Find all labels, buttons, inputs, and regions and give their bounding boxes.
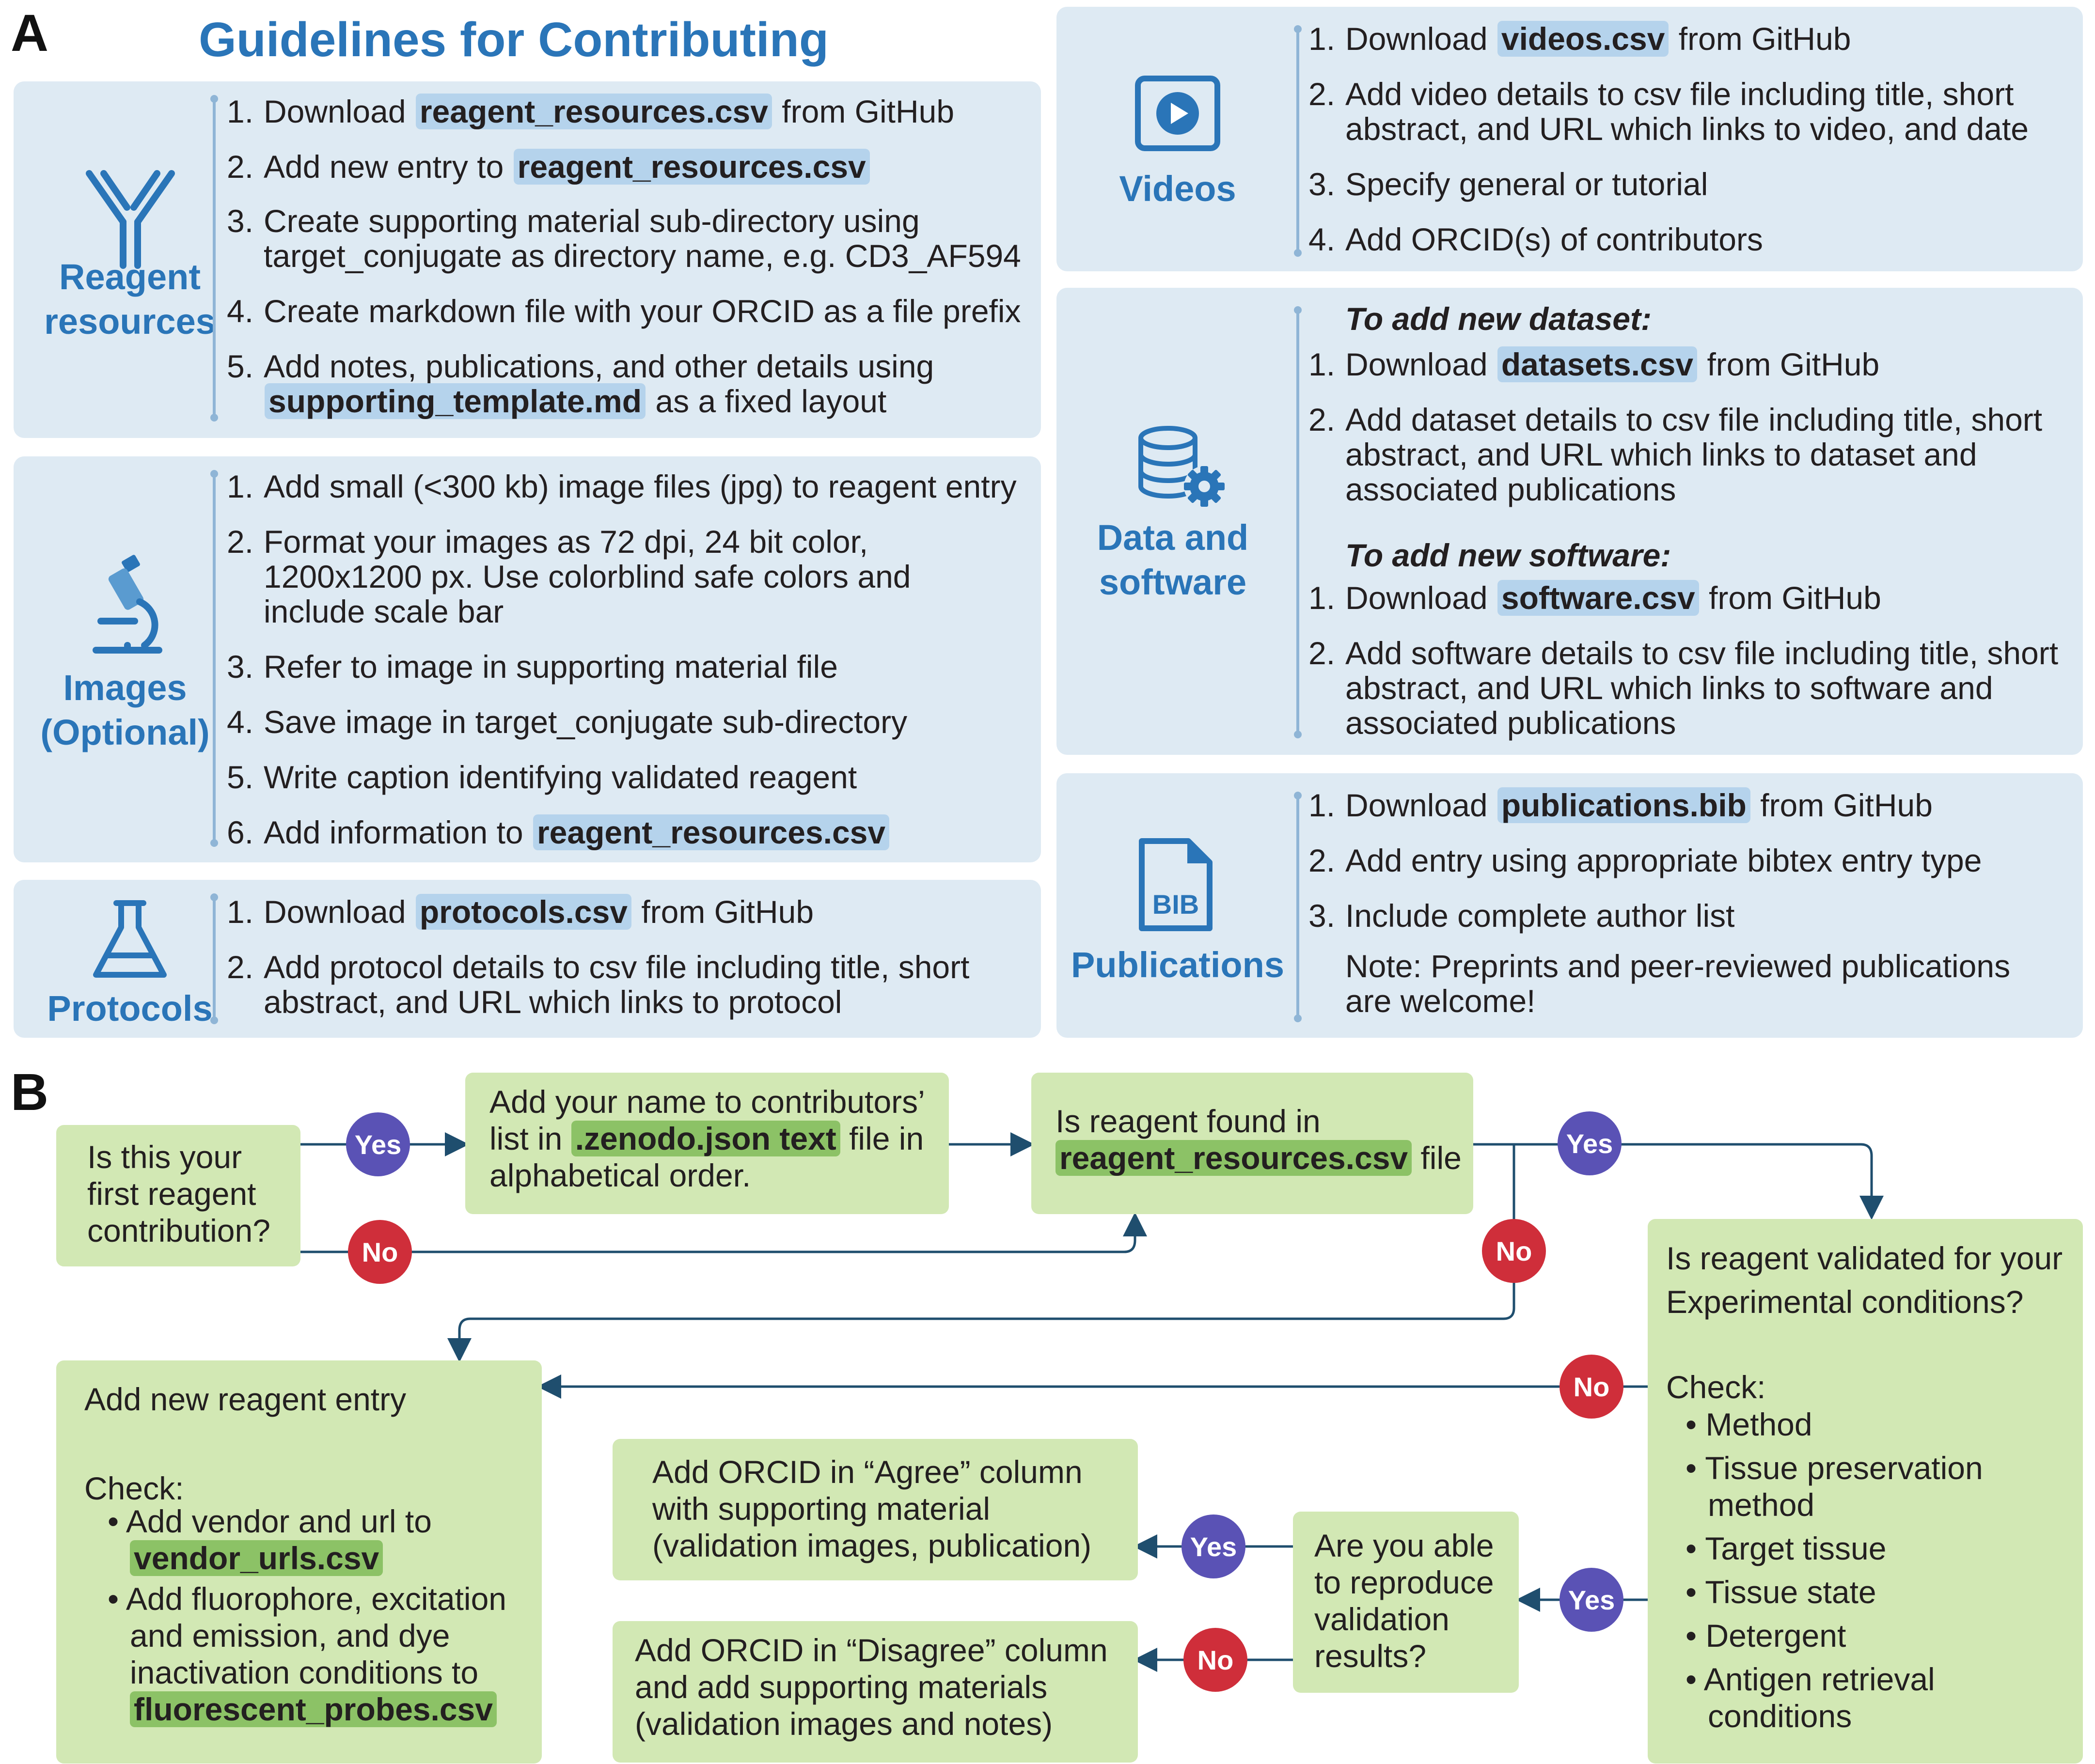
reproduce-box: Are you able to reproduce validation res… [1293, 1512, 1519, 1693]
panel-b-letter: B [11, 1062, 48, 1121]
yes-badge-first: Yes [346, 1112, 410, 1176]
reagent-validated-box: Is reagent validated for your Experiment… [1648, 1219, 2083, 1764]
timeline-dot [210, 470, 218, 478]
arrow-found-no [447, 1144, 1515, 1362]
timeline-dot [1294, 792, 1302, 799]
timeline-dot [1294, 731, 1302, 738]
antibody-icon [86, 170, 175, 269]
timeline-dot [210, 893, 218, 901]
validated-check-item: • Tissue state [1685, 1574, 1876, 1610]
images-panel: Images (Optional) 1.Add small (<300 kb) … [14, 456, 1041, 862]
no-badge-found: No [1482, 1219, 1546, 1283]
timeline-dot [1294, 249, 1302, 257]
yes-badge-validated: Yes [1559, 1568, 1623, 1632]
timeline-dot [1294, 1015, 1302, 1022]
timeline [213, 474, 216, 843]
page-title: Guidelines for Contributing [199, 13, 829, 67]
software-heading: To add new software: [1345, 537, 1671, 573]
arrow-found-yes [1473, 1143, 1884, 1220]
agree-box: Add ORCID in “Agree” column with support… [613, 1439, 1138, 1580]
videos-label: Videos [1119, 169, 1236, 209]
timeline-dot [210, 839, 218, 847]
new-entry-box: Add new reagent entry Check: • Add vendo… [56, 1360, 542, 1764]
timeline [1296, 310, 1299, 734]
reagent-found-box: Is reagent found in reagent_resources.cs… [1031, 1073, 1473, 1214]
timeline-dot [210, 414, 218, 421]
yes-badge-found: Yes [1558, 1111, 1622, 1175]
panel-a-letter: A [11, 3, 48, 62]
flask-icon [93, 900, 167, 978]
images-label: Images (Optional) [40, 668, 210, 752]
timeline [213, 897, 216, 1020]
bib-file-icon: BIB [1139, 838, 1213, 931]
validated-check-item: • Target tissue [1685, 1530, 1887, 1566]
protocols-label: Protocols [47, 988, 213, 1029]
database-gear-icon [1138, 426, 1225, 507]
publications-panel: BIB Publications 1. Download publication… [1056, 773, 2083, 1038]
no-badge-first: No [348, 1220, 412, 1284]
timeline-dot [1294, 306, 1302, 314]
timeline [1296, 796, 1299, 1018]
disagree-box: Add ORCID in “Disagree” column and add s… [613, 1621, 1138, 1763]
timeline-dot [210, 95, 218, 103]
protocols-panel: Protocols 1. Download protocols.csv from… [14, 880, 1041, 1038]
no-badge-validated: No [1559, 1355, 1623, 1419]
dataset-heading: To add new dataset: [1345, 301, 1652, 337]
validated-check-item: • Detergent [1685, 1618, 1846, 1654]
validated-check-item: • Method [1685, 1406, 1812, 1442]
data-software-panel: Data and software To add new dataset: 1.… [1056, 288, 2083, 755]
microscope-icon [93, 555, 162, 654]
timeline-dot [210, 1016, 218, 1024]
reagent-resources-panel: Reagent resources 1. Download reagent_re… [14, 81, 1041, 438]
reagent-resources-label: Reagent resources [44, 257, 216, 342]
arrow-first-no [300, 1212, 1147, 1253]
videos-panel: Videos 1. Download videos.csv from GitHu… [1056, 7, 2083, 271]
yes-badge-reproduce: Yes [1181, 1514, 1245, 1578]
data-software-label: Data and software [1097, 517, 1249, 602]
video-play-icon [1135, 76, 1220, 151]
timeline [213, 99, 216, 419]
first-contribution-box: Is this your first reagent contribution? [56, 1125, 300, 1266]
timeline-dot [1294, 25, 1302, 33]
timeline [1296, 29, 1299, 253]
publications-label: Publications [1071, 945, 1284, 985]
no-badge-reproduce: No [1183, 1628, 1247, 1692]
add-name-box: Add your name to contributors’ list in .… [465, 1073, 949, 1214]
publications-note: Note: Preprints and peer-reviewed public… [1345, 948, 2011, 1019]
bib-icon-text: BIB [1152, 889, 1199, 920]
